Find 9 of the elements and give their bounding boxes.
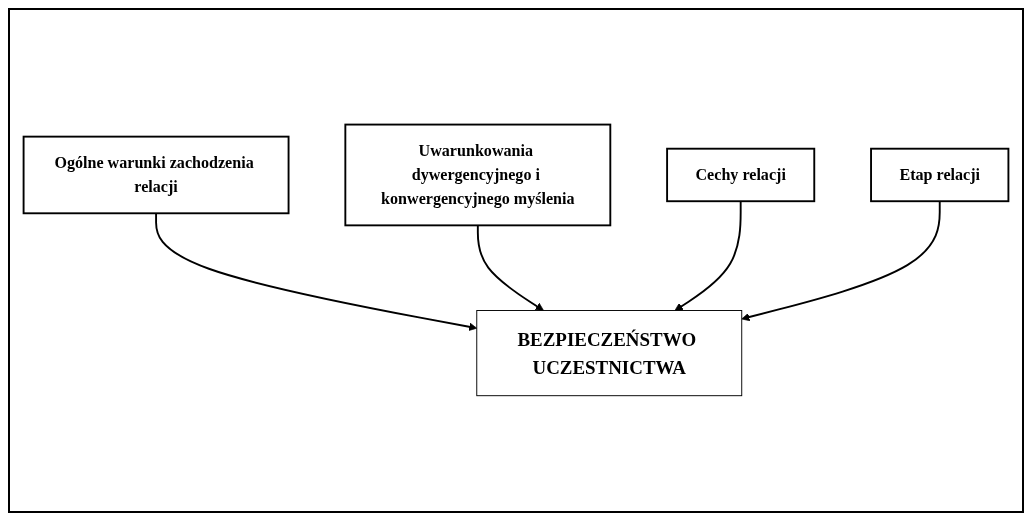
- arrow: [155, 212, 478, 332]
- arrow: [741, 200, 941, 322]
- node-box: Etap relacji: [870, 148, 1010, 203]
- node-box: Cechy relacji: [666, 148, 816, 203]
- node-box: Ogólne warunki zachodzenia relacji: [22, 136, 290, 215]
- node-box: Uwarunkowania dywergencyjnego i konwergencyjnego myślenia: [344, 124, 612, 227]
- arrow: [476, 224, 544, 312]
- arrow: [674, 200, 742, 312]
- node-box: BEZPIECZEŃSTWO UCZESTNICTWA: [476, 310, 743, 397]
